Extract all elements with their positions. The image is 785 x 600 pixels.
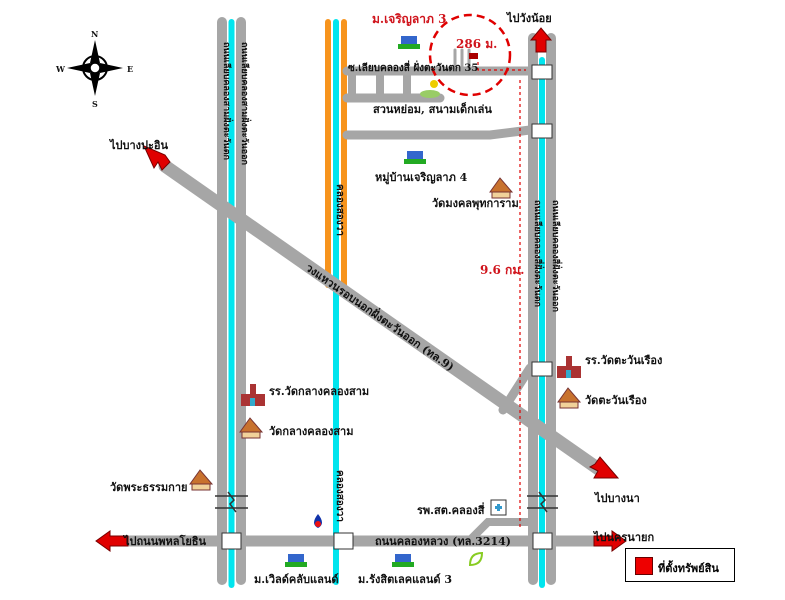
label-clinic: รพ.สต.คลองสี่ xyxy=(417,504,485,517)
label-radius: 286 ม. xyxy=(456,37,498,51)
label-wat-tawan: วัดตะวันเรือง xyxy=(585,394,647,407)
school-icon xyxy=(241,356,581,406)
compass-s: S xyxy=(92,99,98,109)
label-wat-klang: วัดกลางคลองสาม xyxy=(269,425,354,438)
label-road-klong4-east: ถนนเลียบคลองสี่ฝั่งตะวันออก xyxy=(550,200,560,312)
label-watmongkol: วัดมงคลพุทการาม xyxy=(432,197,519,210)
village-icon xyxy=(398,36,420,49)
arrow-bangpain xyxy=(143,145,171,171)
village-icon xyxy=(392,554,414,567)
compass-e: E xyxy=(127,64,134,74)
label-school-klang: รร.วัดกลางคลองสาม xyxy=(269,385,370,398)
label-klongluang: ถนนคลองหลวง (ทล.3214) xyxy=(375,535,511,548)
compass-n: N xyxy=(91,29,99,39)
label-wat-dhamma: วัดพระธรรมกาย xyxy=(110,481,188,494)
legend: ที่ตั้งทรัพย์สิน xyxy=(625,548,735,582)
label-to-phahon: ไปถนนพหลโยธิน xyxy=(124,535,207,548)
compass-icon xyxy=(67,40,123,96)
label-to-bangpain: ไปบางปะอิน xyxy=(110,139,169,152)
temple-icon xyxy=(189,177,582,491)
label-canal-upper: คลองสองวา xyxy=(334,184,345,236)
playground-icon xyxy=(420,80,440,98)
label-soi: ซ.เลียบคลองสี่ ฝั่งตะวันตก 35 xyxy=(348,63,479,74)
legend-label: ที่ตั้งทรัพย์สิน xyxy=(658,562,719,575)
hospital-icon xyxy=(490,499,507,516)
arrow-wangnoi xyxy=(529,27,553,53)
label-road-klong3-west: ถนนเลียบคลองสามฝั่งตะวันตก xyxy=(221,42,231,160)
gas-station-icon xyxy=(314,514,322,528)
property-legend-swatch xyxy=(635,557,653,575)
property-marker xyxy=(469,53,478,59)
label-charoen3: ม.เจริญลาภ 3 xyxy=(372,12,447,26)
label-park: สวนหย่อม, สนามเด็กเล่น xyxy=(373,103,492,116)
label-rangsit-lake: ม.รังสิตเลคแลนด์ 3 xyxy=(358,573,453,586)
label-road-klong3-east: ถนนเลียบคลองสามฝั่งตะวันออก xyxy=(239,42,249,165)
ptt-icon xyxy=(468,551,484,567)
road-ring xyxy=(158,159,607,477)
arrow-phahon xyxy=(95,530,129,552)
label-distance: 9.6 กม. xyxy=(480,263,525,277)
radius-circle xyxy=(428,13,512,97)
label-world-club: ม.เวิลด์คลับแลนด์ xyxy=(254,573,339,586)
village-icon xyxy=(285,554,307,567)
arrow-nakhon xyxy=(593,530,627,552)
label-to-wangnoi: ไปวังน้อย xyxy=(507,12,552,25)
label-to-nakhon: ไปนครนายก xyxy=(594,531,655,544)
label-school-tawan: รร.วัดตะวันเรือง xyxy=(585,354,663,367)
label-road-klong4-west: ถนนเลียบคลองสี่ฝั่งตะวันตก xyxy=(532,200,542,308)
label-canal-lower: คลองสองวา xyxy=(334,470,345,522)
label-to-bangna: ไปบางนา xyxy=(595,492,640,505)
village-icon xyxy=(404,151,426,164)
arrow-bangna xyxy=(588,456,620,479)
label-charoen4: หมู่บ้านเจริญลาภ 4 xyxy=(375,171,468,184)
compass-w: W xyxy=(56,64,65,74)
